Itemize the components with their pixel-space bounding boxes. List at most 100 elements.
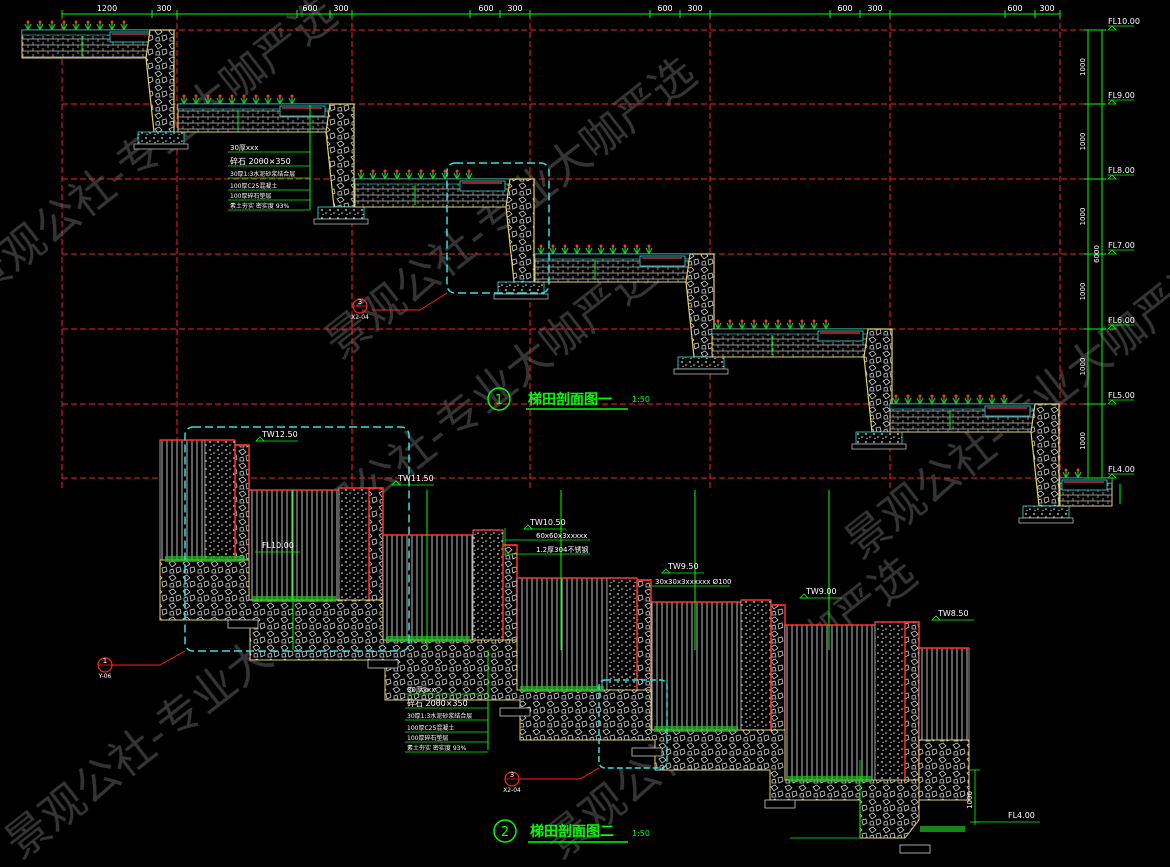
footing <box>764 799 796 809</box>
section2-callout2-ref: X2-04 <box>503 787 521 794</box>
bloom-mark <box>599 244 603 248</box>
footing-base <box>493 293 549 300</box>
bloom-mark <box>800 319 804 323</box>
wall-footing <box>1022 505 1070 519</box>
level-label: FL10.00 <box>1108 17 1140 26</box>
section1-layer-3: 100厚C25混凝土 <box>230 182 277 190</box>
planting-strip <box>386 636 470 642</box>
dim-top-label: 300 <box>867 4 882 13</box>
bloom-mark <box>26 20 30 24</box>
bloom-mark <box>383 169 387 173</box>
bloom-mark <box>242 94 246 98</box>
dim-top-label: 600 <box>1007 4 1022 13</box>
level-triangle <box>1107 399 1117 405</box>
channel <box>459 180 506 192</box>
level-label: FL8.00 <box>1108 166 1135 175</box>
section1-title-block: 1 梯田剖面图一 1:50 <box>487 387 650 411</box>
bloom-mark <box>74 20 78 24</box>
section1-number: 1 <box>495 393 503 408</box>
bloom-mark <box>419 169 423 173</box>
level-triangle <box>1107 99 1117 105</box>
footing <box>631 747 663 757</box>
wall-block <box>472 529 504 651</box>
bloom-mark <box>50 20 54 24</box>
bloom-mark <box>110 20 114 24</box>
bloom-mark <box>563 244 567 248</box>
bloom-mark <box>918 394 922 398</box>
level-label: FL9.00 <box>1108 91 1135 100</box>
bloom-mark <box>206 94 210 98</box>
channel <box>1061 479 1108 491</box>
tw-label: TW9.50 <box>667 562 699 571</box>
wall-block <box>382 534 474 641</box>
dim-right-label: 1000 <box>1079 432 1087 450</box>
wall-block <box>234 444 250 561</box>
footing-base <box>1018 517 1074 524</box>
bloom-mark <box>38 20 42 24</box>
section2-layer-3: 100厚C25混凝土 <box>407 724 454 732</box>
wall-block <box>874 621 906 781</box>
dim-top-label: 600 <box>302 4 317 13</box>
wall-block <box>650 601 742 731</box>
wall-block <box>918 647 970 741</box>
bloom-mark <box>407 169 411 173</box>
bloom-mark <box>647 244 651 248</box>
dim-right-label: 1000 <box>1079 358 1087 376</box>
footing <box>227 619 259 629</box>
planting-strip <box>165 556 245 562</box>
dim-right-label: 1000 <box>1079 58 1087 76</box>
planting-strip <box>788 776 872 782</box>
bloom-mark <box>254 94 258 98</box>
bloom-mark <box>443 169 447 173</box>
retaining-wall <box>1030 403 1060 507</box>
bloom-mark <box>812 319 816 323</box>
bloom-mark <box>194 94 198 98</box>
bloom-mark <box>1064 468 1068 472</box>
footing <box>499 707 531 717</box>
bloom-mark <box>623 244 627 248</box>
bloom-mark <box>467 169 471 173</box>
footing <box>899 844 931 854</box>
dim-top-label: 300 <box>1039 4 1054 13</box>
bloom-mark <box>455 169 459 173</box>
tw-label: TW12.50 <box>261 430 298 439</box>
dim-right-label: 1000 <box>1079 208 1087 226</box>
dim-top-label: 600 <box>837 4 852 13</box>
section2-note-0: 60x60x3xxxxx <box>536 532 587 540</box>
wall-footing <box>855 431 903 445</box>
level-triangle <box>1107 249 1117 255</box>
dim-top-label: 1200 <box>97 4 117 13</box>
wall-block <box>338 487 370 601</box>
section1-title: 梯田剖面图一 <box>528 391 612 408</box>
bloom-mark <box>764 319 768 323</box>
section2-detail-box-1: 1 Y-06 <box>97 426 410 680</box>
bloom-mark <box>716 319 720 323</box>
level-label: FL6.00 <box>1108 316 1135 325</box>
wall-block <box>204 439 236 561</box>
planting-strip <box>920 826 965 832</box>
bloom-mark <box>635 244 639 248</box>
level-label: FL4.00 <box>1108 465 1135 474</box>
footing <box>367 659 399 669</box>
section2-layer-0: 30厚xxx <box>407 686 435 694</box>
bloom-mark <box>575 244 579 248</box>
section2-layer-4: 100厚碎石垫层 <box>407 734 448 742</box>
section1-callout-num: 3 <box>358 298 362 306</box>
bloom-mark <box>776 319 780 323</box>
section2-note-2: 30x30x3xxxxxx Ø100 <box>655 578 732 586</box>
bloom-mark <box>1002 394 1006 398</box>
section2-elevation-labels: TW12.50TW11.50TW10.50TW9.50TW9.00TW8.50F… <box>255 430 1040 825</box>
section2-title-block: 2 梯田剖面图二 1:50 <box>493 819 650 843</box>
bloom-mark <box>86 20 90 24</box>
section1-layer-4: 100厚碎石垫层 <box>230 192 271 200</box>
level-triangle <box>1107 324 1117 330</box>
wall-block <box>606 577 638 701</box>
dim-right-label: 1000 <box>1079 283 1087 301</box>
wall-block <box>904 621 920 801</box>
bloom-mark <box>942 394 946 398</box>
section2-layer-callout: 30厚xxx 碎石 20θ0×350 30厚1:3水泥砂浆结合层 100厚C25… <box>405 650 489 753</box>
channel <box>279 105 326 117</box>
section2-title: 梯田剖面图二 <box>530 823 614 840</box>
level-label: FL5.00 <box>1108 391 1135 400</box>
